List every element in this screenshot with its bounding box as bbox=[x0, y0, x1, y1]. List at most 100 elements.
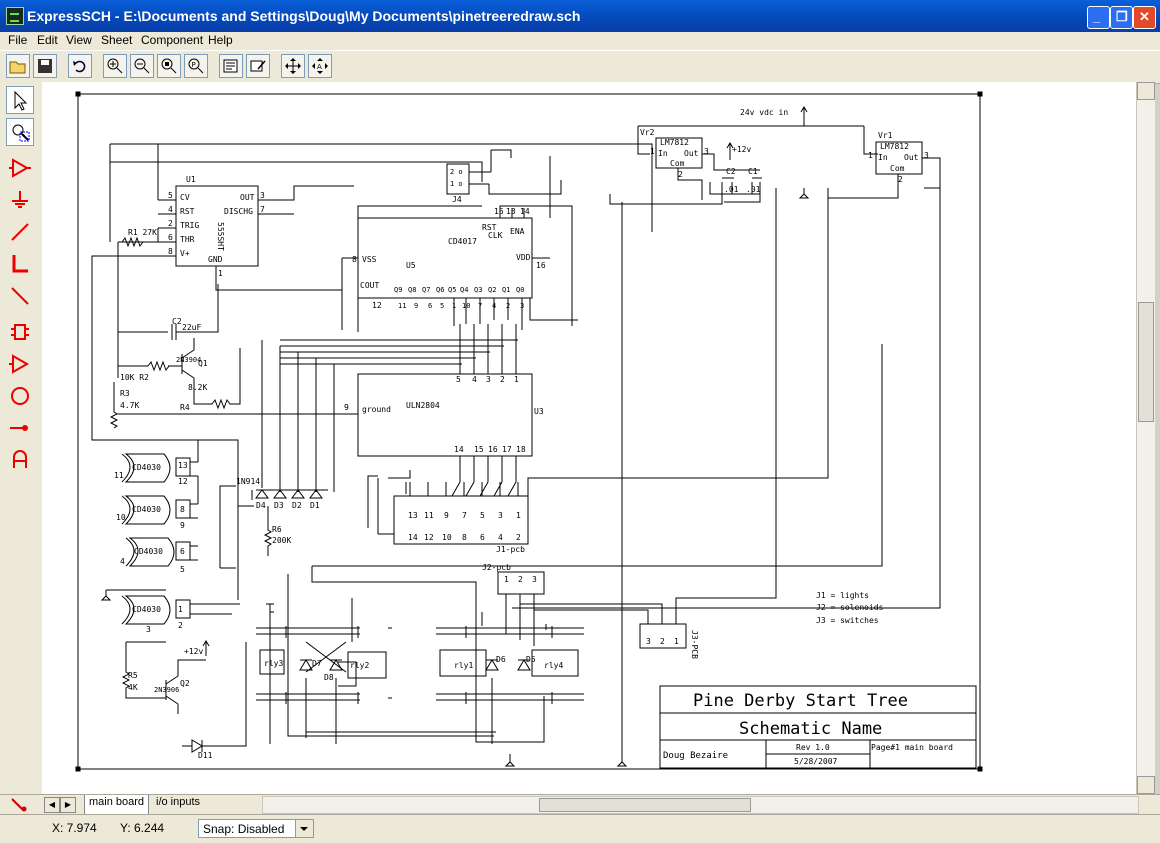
j1-top-3: 3 bbox=[498, 511, 503, 520]
snap-select[interactable]: Snap: Disabled bbox=[198, 819, 314, 838]
u1-out: OUT bbox=[240, 193, 255, 202]
u1-pin-trig: TRIG bbox=[180, 221, 199, 230]
tab-io-inputs[interactable]: i/o inputs bbox=[152, 795, 205, 814]
u5-q6: Q6 bbox=[436, 286, 444, 294]
text-tool[interactable] bbox=[6, 446, 34, 474]
note-j1: J1 = lights bbox=[816, 591, 869, 600]
relay-1: rly1 bbox=[436, 626, 540, 704]
properties-button[interactable] bbox=[219, 54, 243, 78]
tab-main-board[interactable]: main board bbox=[84, 795, 150, 815]
wire-tool[interactable] bbox=[6, 218, 34, 246]
zoom-select-tool[interactable] bbox=[6, 118, 34, 146]
circle-tool[interactable] bbox=[6, 382, 34, 410]
zoom-fit-button[interactable] bbox=[157, 54, 181, 78]
j2-pin2: 2 bbox=[518, 575, 523, 584]
menu-sheet[interactable]: Sheet bbox=[101, 33, 133, 47]
vr2-com: Com bbox=[670, 159, 685, 168]
close-button[interactable]: ✕ bbox=[1133, 6, 1156, 29]
notes: J1 = lights J2 = solenoids J3 = switches bbox=[816, 591, 884, 625]
connector-j1: J1-pcb 13 11 9 7 5 3 1 14 12 10 8 6 4 2 bbox=[312, 188, 883, 567]
horizontal-scrollbar[interactable] bbox=[262, 796, 1139, 814]
vertical-scrollbar[interactable] bbox=[1136, 82, 1155, 794]
j1-bot-10: 10 bbox=[442, 533, 452, 542]
bus-tool[interactable] bbox=[6, 250, 34, 278]
zoom-page-button[interactable]: P bbox=[184, 54, 208, 78]
sheet-corner bbox=[977, 91, 983, 97]
u3-ground: ground bbox=[362, 405, 391, 414]
scroll-up-button[interactable] bbox=[1137, 82, 1155, 100]
save-button[interactable] bbox=[33, 54, 57, 78]
gate-tool[interactable] bbox=[6, 350, 34, 378]
output-driver: +12v Q2 2N3906 R5 4K D11 bbox=[121, 640, 247, 760]
title-bar: ExpressSCH - E:\Documents and Settings\D… bbox=[0, 0, 1160, 32]
line-tool[interactable] bbox=[6, 282, 34, 310]
circle-icon bbox=[11, 387, 29, 405]
horizontal-scroll-thumb[interactable] bbox=[539, 798, 751, 812]
xor-gates: CD4030 13 12 11 CD4030 8 9 10 CD4030 6 5… bbox=[100, 439, 240, 634]
ic-package-icon bbox=[11, 324, 29, 340]
title-date: 5/28/2007 bbox=[794, 757, 838, 766]
u3-out18: 18 bbox=[516, 445, 526, 454]
minimize-button[interactable]: _ bbox=[1087, 6, 1110, 29]
plus12-label-2: +12v bbox=[184, 647, 203, 656]
d5-ref: D5 bbox=[526, 655, 536, 664]
u3-out17: 17 bbox=[502, 445, 512, 454]
zoom-out-button[interactable] bbox=[130, 54, 154, 78]
j1-top-9: 9 bbox=[444, 511, 449, 520]
q2-part: 2N3906 bbox=[154, 686, 179, 694]
vertical-scroll-thumb[interactable] bbox=[1138, 302, 1154, 422]
j2-pin1: 1 bbox=[504, 575, 509, 584]
ic-tool[interactable] bbox=[6, 318, 34, 346]
u5-ref: U5 bbox=[406, 261, 416, 270]
u3-part: ULN2804 bbox=[406, 401, 440, 410]
ground-tool[interactable] bbox=[6, 186, 34, 214]
tab-next-button[interactable]: ▶ bbox=[60, 797, 76, 813]
junction-tool[interactable] bbox=[6, 414, 34, 442]
j1-bot-2: 2 bbox=[516, 533, 521, 542]
open-button[interactable] bbox=[6, 54, 30, 78]
menu-file[interactable]: File bbox=[8, 33, 28, 47]
zoom-in-button[interactable] bbox=[103, 54, 127, 78]
menu-bar: File Edit View Sheet Component Help bbox=[0, 32, 1160, 50]
d11-ref: D11 bbox=[198, 751, 213, 760]
buffer-tool[interactable] bbox=[6, 154, 34, 182]
pan-all-button[interactable]: A bbox=[308, 54, 332, 78]
u3-out15: 15 bbox=[474, 445, 484, 454]
tab-prev-button[interactable]: ◀ bbox=[44, 797, 60, 813]
relay-2: rly2 bbox=[338, 626, 392, 704]
j3-ref: J3-PCB bbox=[690, 630, 699, 659]
d2-ref: D2 bbox=[292, 501, 302, 510]
menu-edit[interactable]: Edit bbox=[37, 33, 58, 47]
edit-component-button[interactable] bbox=[246, 54, 270, 78]
u1-n4: 4 bbox=[168, 205, 173, 214]
menu-help[interactable]: Help bbox=[208, 33, 233, 47]
undo-button[interactable] bbox=[68, 54, 92, 78]
arrow-pointer-icon bbox=[14, 90, 28, 111]
sheet-connector-icon[interactable] bbox=[8, 796, 32, 813]
status-bar: X: 7.974 Y: 6.244 Snap: Disabled bbox=[0, 814, 1160, 843]
j2-pin3: 3 bbox=[532, 575, 537, 584]
power-label: 24v vdc in bbox=[740, 108, 788, 117]
u5-q3: Q3 bbox=[474, 286, 482, 294]
rly2-ref: rly2 bbox=[350, 661, 369, 670]
maximize-button[interactable]: ❐ bbox=[1110, 6, 1133, 29]
menu-view[interactable]: View bbox=[66, 33, 92, 47]
u5-q9: Q9 bbox=[394, 286, 402, 294]
select-tool[interactable] bbox=[6, 86, 34, 114]
menu-component[interactable]: Component bbox=[141, 33, 204, 47]
relay-4: rly4 bbox=[518, 626, 584, 704]
d1-ref: D1 bbox=[310, 501, 320, 510]
xor4-n2: 2 bbox=[178, 621, 183, 630]
schematic-canvas[interactable]: 24v vdc in Vr2 LM7812 In Out Com 1 2 3 +… bbox=[42, 82, 1136, 794]
pan-button[interactable] bbox=[281, 54, 305, 78]
vr2-part: LM7812 bbox=[660, 138, 689, 147]
vr2-pin3: 3 bbox=[704, 147, 709, 156]
scroll-down-button[interactable] bbox=[1137, 776, 1155, 794]
u5-q4: Q4 bbox=[460, 286, 468, 294]
chevron-down-icon[interactable] bbox=[295, 820, 313, 837]
gate-icon bbox=[9, 354, 30, 374]
c2-ref: C2 bbox=[172, 317, 182, 326]
sheet-border bbox=[77, 93, 981, 770]
title-block: Pine Derby Start Tree Schematic Name Dou… bbox=[659, 685, 977, 769]
r5-ref: R5 bbox=[128, 671, 138, 680]
